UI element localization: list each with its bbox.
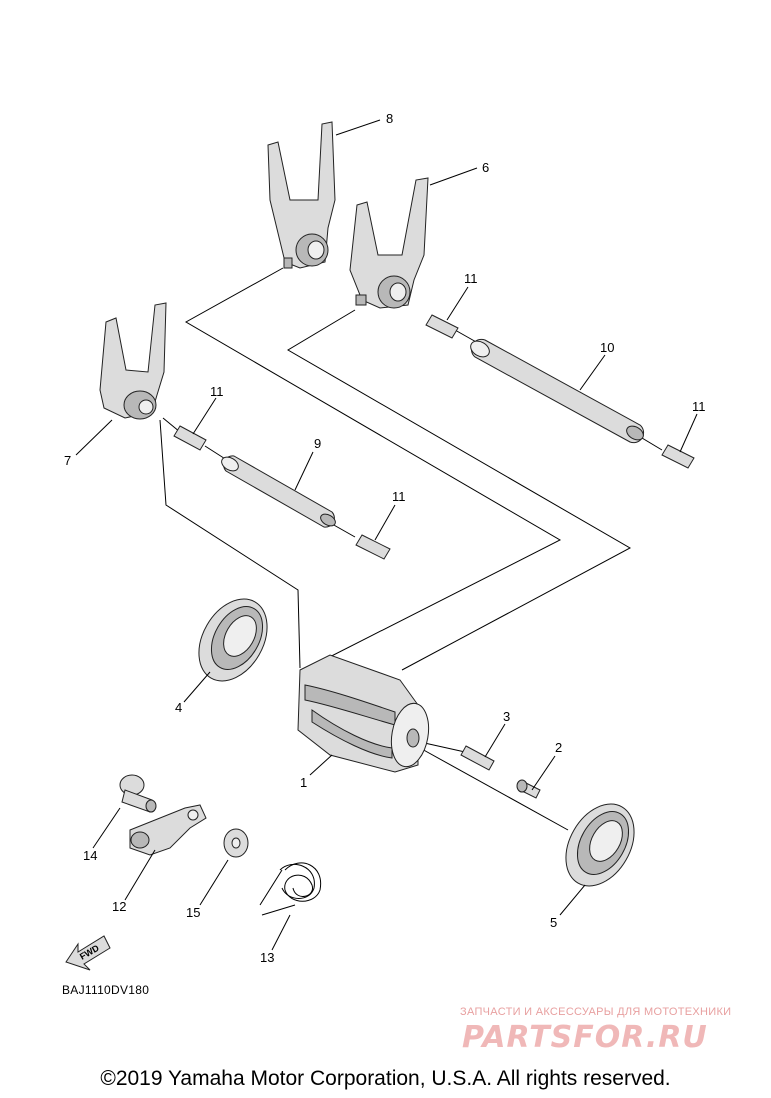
pin-11-c[interactable] <box>173 425 207 451</box>
callout-11-b: 11 <box>692 399 706 414</box>
guide-bar-9[interactable] <box>219 454 337 528</box>
watermark-caption: ЗАПЧАСТИ И АКСЕССУАРЫ ДЛЯ МОТОТЕХНИКИ <box>460 1006 732 1018</box>
pin-11-d[interactable] <box>355 534 391 560</box>
callout-2: 2 <box>555 740 562 755</box>
pin-3[interactable] <box>460 745 495 771</box>
washer-15[interactable] <box>223 828 249 858</box>
torsion-spring-13[interactable] <box>259 862 322 916</box>
shift-fork-8[interactable] <box>267 121 336 269</box>
callout-9: 9 <box>314 436 321 451</box>
callout-15: 15 <box>186 905 200 920</box>
guide-bar-10[interactable] <box>468 338 646 444</box>
callout-6: 6 <box>482 160 489 175</box>
fwd-arrow-icon: FWD <box>65 935 111 971</box>
watermark-logo: PARTSFOR.RU <box>462 1020 708 1055</box>
shift-fork-7[interactable] <box>99 302 167 420</box>
diagram-code: BAJ1110DV180 <box>62 983 150 997</box>
shift-drum-1[interactable] <box>297 654 433 773</box>
callout-10: 10 <box>600 340 614 355</box>
screw-2[interactable] <box>516 779 541 799</box>
callout-8: 8 <box>386 111 393 126</box>
leader-lines <box>75 119 698 951</box>
assembly-lines <box>159 267 663 831</box>
callout-5: 5 <box>550 915 557 930</box>
callout-3: 3 <box>503 709 510 724</box>
callout-14: 14 <box>83 848 97 863</box>
bearing-4[interactable] <box>185 587 281 693</box>
bolt-14[interactable] <box>119 774 157 813</box>
bearing-5[interactable] <box>552 792 648 898</box>
stopper-lever-12[interactable] <box>129 804 207 856</box>
callout-11-c: 11 <box>210 384 224 399</box>
callout-4: 4 <box>175 700 182 715</box>
callout-12: 12 <box>112 899 126 914</box>
pin-11-a[interactable] <box>425 314 459 339</box>
copyright-notice: ©2019 Yamaha Motor Corporation, U.S.A. A… <box>100 1067 671 1090</box>
callout-13: 13 <box>260 950 274 965</box>
shift-fork-6[interactable] <box>349 177 429 309</box>
callout-11-d: 11 <box>392 489 406 504</box>
callout-11-a: 11 <box>464 271 478 286</box>
callout-1: 1 <box>300 775 307 790</box>
pin-11-b[interactable] <box>661 444 695 469</box>
callout-7: 7 <box>64 453 71 468</box>
